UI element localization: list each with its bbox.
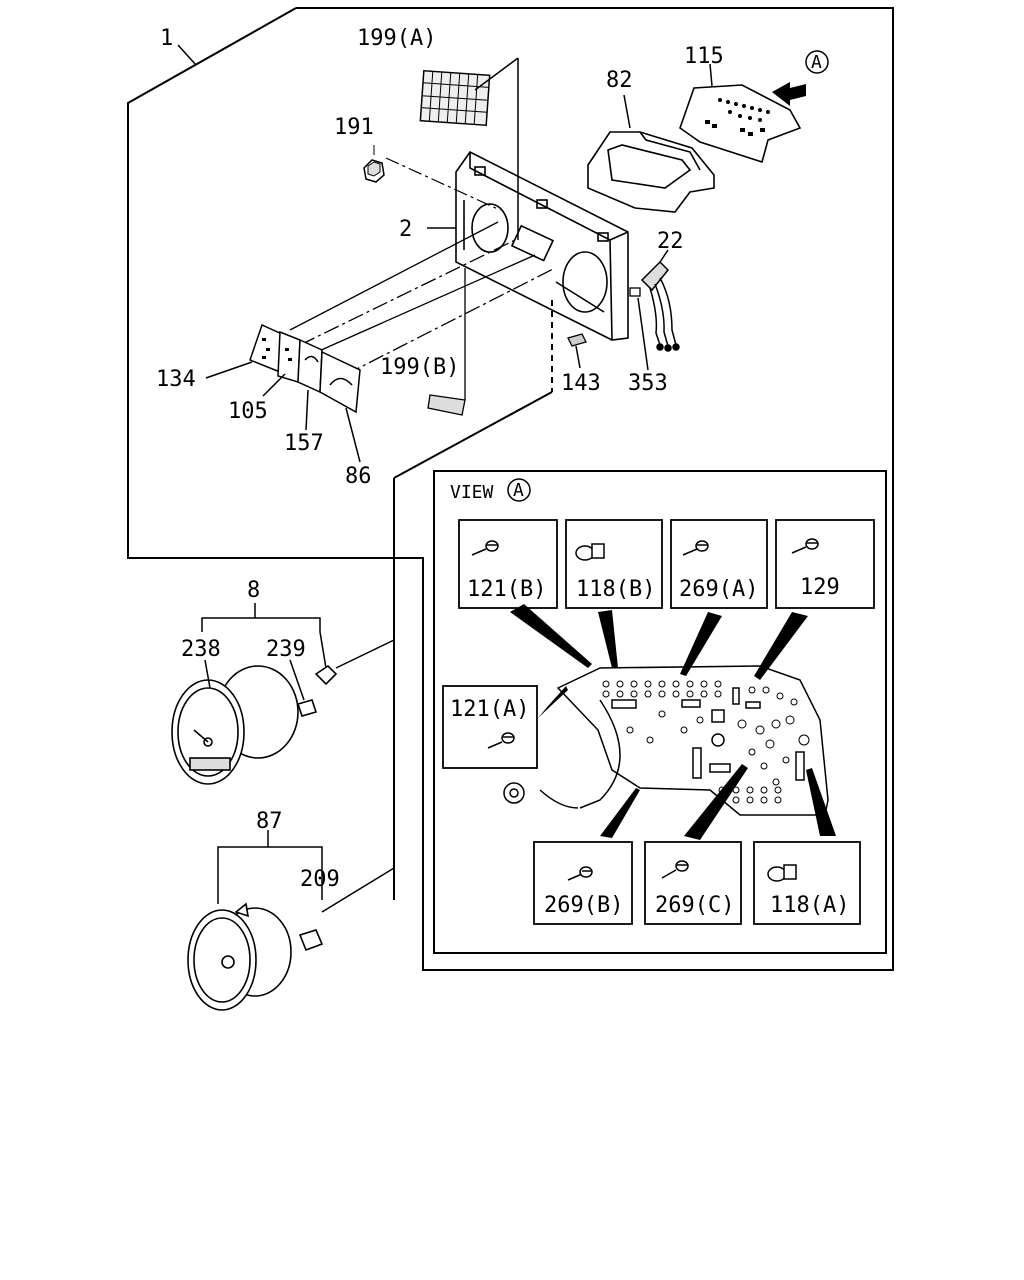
part-121a: 121(A) bbox=[450, 697, 529, 722]
label-134: 134 bbox=[156, 367, 196, 392]
arrow-a-icon bbox=[772, 50, 829, 106]
label-1: 1 bbox=[160, 26, 173, 51]
view-a-marker: A bbox=[513, 480, 524, 501]
bulb-118b-icon bbox=[575, 543, 605, 561]
harness-22 bbox=[640, 260, 680, 352]
bracket-87 bbox=[217, 830, 323, 904]
gauge-87 bbox=[187, 902, 324, 1011]
decal-199b bbox=[427, 394, 466, 416]
box-121a bbox=[442, 685, 538, 769]
label-353: 353 bbox=[628, 371, 668, 396]
clip-143 bbox=[567, 333, 587, 347]
box-121b bbox=[458, 519, 558, 609]
view-pointers bbox=[510, 604, 836, 840]
label-86: 86 bbox=[345, 464, 372, 489]
board-dots bbox=[602, 680, 810, 804]
screw-269a-icon bbox=[682, 540, 709, 556]
box-269b bbox=[533, 841, 633, 925]
box-269c bbox=[644, 841, 742, 925]
assembly-outline bbox=[127, 7, 894, 971]
label-115: 115 bbox=[684, 44, 724, 69]
callout-labels: 1 199(A) 191 2 82 115 A 22 353 143 199(B… bbox=[156, 26, 822, 892]
screw-121a-icon bbox=[487, 732, 515, 749]
view-a-title: VIEW bbox=[450, 482, 494, 503]
case-2 bbox=[455, 150, 629, 341]
part-118b: 118(B) bbox=[576, 577, 655, 602]
label-143: 143 bbox=[561, 371, 601, 396]
box-269a bbox=[670, 519, 768, 609]
screw-269b-icon bbox=[567, 866, 593, 881]
view-a-marker-icon bbox=[507, 478, 531, 502]
screw-121b-icon bbox=[471, 540, 499, 556]
bulb-353 bbox=[629, 287, 641, 297]
box-118b bbox=[565, 519, 663, 609]
box-129 bbox=[775, 519, 875, 609]
circuit-board bbox=[503, 665, 829, 816]
assembly-lines bbox=[289, 221, 556, 400]
screw-129-icon bbox=[791, 538, 819, 554]
bulb-118a-icon bbox=[767, 864, 797, 882]
label-2: 2 bbox=[399, 217, 412, 242]
view-a-frame bbox=[433, 470, 887, 954]
part-269a: 269(A) bbox=[679, 577, 758, 602]
label-191: 191 bbox=[334, 115, 374, 140]
label-157: 157 bbox=[284, 431, 324, 456]
leader-1 bbox=[177, 44, 197, 66]
screw-269c-icon bbox=[661, 860, 689, 879]
label-238: 238 bbox=[181, 637, 221, 662]
gauge-8 bbox=[171, 664, 338, 785]
label-105: 105 bbox=[228, 399, 268, 424]
label-8: 8 bbox=[247, 578, 260, 603]
label-239: 239 bbox=[266, 637, 306, 662]
label-22: 22 bbox=[657, 229, 684, 254]
label-209: 209 bbox=[300, 867, 340, 892]
label-87: 87 bbox=[256, 809, 283, 834]
label-199a: 199(A) bbox=[357, 26, 436, 51]
hood-82 bbox=[587, 131, 715, 213]
gauge-faces bbox=[249, 323, 361, 414]
part-129: 129 bbox=[800, 575, 840, 600]
view-a-labels: VIEW A 121(B) 118(B) 269(A) 129 121(A) 2… bbox=[450, 480, 849, 918]
part-269c: 269(C) bbox=[655, 893, 734, 918]
part-121b: 121(B) bbox=[467, 577, 546, 602]
box-118a bbox=[753, 841, 861, 925]
decal-199a bbox=[419, 69, 491, 127]
bracket-8 bbox=[201, 603, 327, 701]
label-82: 82 bbox=[606, 68, 633, 93]
nut-191 bbox=[363, 159, 385, 183]
label-a: A bbox=[811, 52, 822, 73]
part-118a: 118(A) bbox=[770, 893, 849, 918]
label-199b: 199(B) bbox=[380, 355, 459, 380]
part-269b: 269(B) bbox=[544, 893, 623, 918]
faceplate-115 bbox=[679, 84, 802, 164]
